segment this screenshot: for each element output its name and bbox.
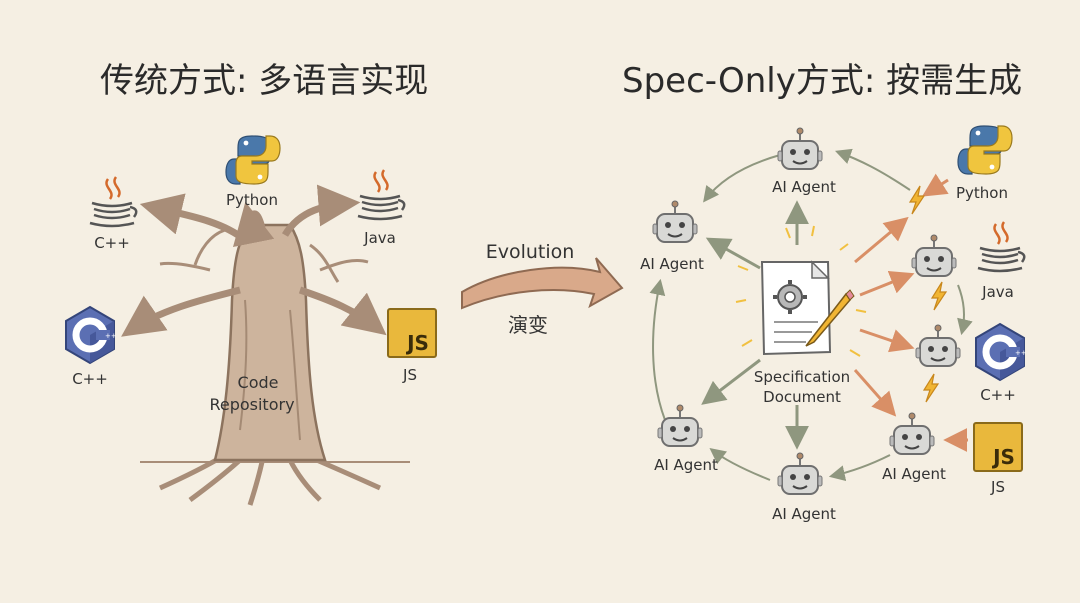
- right-title: Spec-Only方式: 按需生成: [622, 61, 1022, 101]
- python-logo-icon: [957, 125, 1013, 175]
- ai-agent-robot-icon: [911, 234, 957, 277]
- spec-radiating-arrows: [701, 173, 968, 452]
- lightning-icon: [931, 281, 947, 311]
- right-lang-label-cpp: C++: [980, 386, 1016, 404]
- left-lang-label-js: JS: [402, 366, 417, 384]
- right-lang-label-python: Python: [956, 184, 1008, 202]
- lightning-icon: [923, 373, 939, 403]
- trunk-label-repository: Repository: [209, 395, 294, 414]
- right-lang-label-java: Java: [981, 283, 1014, 301]
- left-lang-label-cpp: C++: [72, 370, 108, 388]
- left-title: 传统方式: 多语言实现: [100, 61, 428, 101]
- ai-agent-robot-icon: [889, 412, 935, 455]
- js-logo-text: JS: [405, 331, 429, 355]
- ai-agent-robot-icon: [652, 200, 698, 243]
- java-cup-icon: [88, 175, 138, 228]
- agent-label-bottom: AI Agent: [772, 505, 836, 523]
- right-lang-label-js: JS: [990, 478, 1005, 496]
- ai-agent-robot-icon: [777, 452, 823, 495]
- evolution-arrow: [461, 257, 624, 310]
- ai-agent-robot-icon: [777, 127, 823, 170]
- code-repository-tree: [121, 184, 410, 506]
- java-cup-icon: [976, 220, 1026, 273]
- agent-label-bottom-right: AI Agent: [882, 465, 946, 483]
- trunk-label-code: Code: [238, 373, 279, 392]
- left-lang-label-java: Java: [363, 229, 396, 247]
- spec-label-1: Specification: [754, 368, 850, 386]
- left-lang-label-python: Python: [226, 191, 278, 209]
- agent-label-top: AI Agent: [772, 178, 836, 196]
- left-lang-label-1: C++: [94, 234, 130, 252]
- lightning-icon: [909, 185, 925, 215]
- java-cup-icon: [356, 168, 406, 221]
- js-logo-text-right: JS: [991, 445, 1015, 469]
- cycle-arrows: [649, 148, 973, 482]
- python-logo-icon: [225, 135, 281, 185]
- agent-label-bottom-left: AI Agent: [654, 456, 718, 474]
- ai-agent-robot-icon: [657, 404, 703, 447]
- ai-agent-robot-icon: [915, 324, 961, 367]
- specification-document-icon: [735, 225, 867, 357]
- agent-label-left: AI Agent: [640, 255, 704, 273]
- evolution-label-zh: 演变: [508, 313, 548, 337]
- cpp-logo-icon: [976, 324, 1027, 380]
- spec-label-2: Document: [763, 388, 841, 406]
- evolution-label: Evolution: [486, 241, 575, 263]
- cpp-logo-icon: [66, 307, 117, 363]
